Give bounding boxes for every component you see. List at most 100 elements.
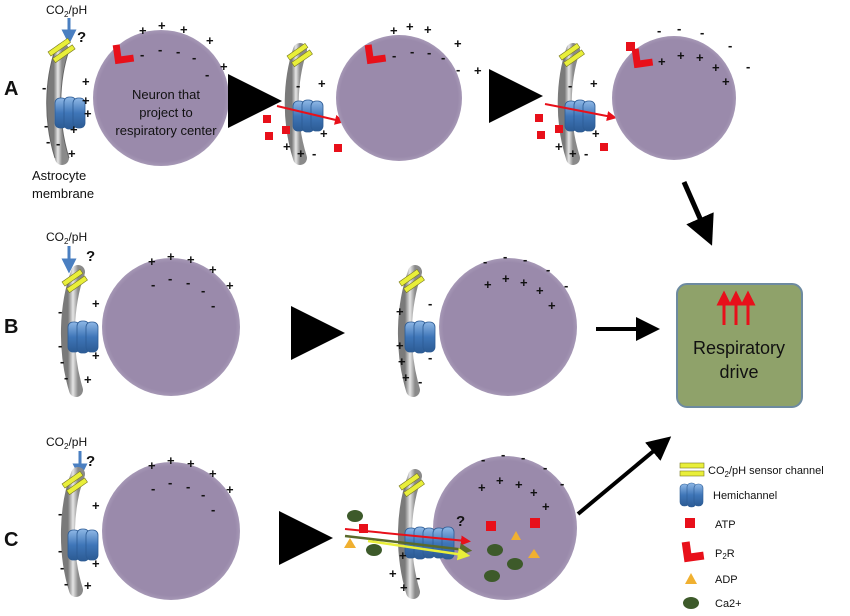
svg-text:Ca2+: Ca2+ [715,598,742,610]
extracellular-molecules-c2 [344,510,382,556]
neuron-charges-a3: - - - - - + + + + + [657,21,750,89]
svg-text:+: + [92,348,100,363]
membrane-charges-c1: + - - + - - + [58,498,100,593]
svg-text:+: + [696,50,704,65]
svg-text:+: + [406,19,414,34]
svg-text:P2R: P2R [715,548,735,561]
svg-text:-: - [657,23,661,38]
membrane-charges-a1: - + + + - - + - + [42,74,92,161]
neuron-cell-a3 [612,36,736,160]
sensor-channel-icon [286,42,313,68]
neuron-cell-a2 [336,35,462,161]
svg-text:+: + [548,298,556,313]
svg-text:+: + [180,22,188,37]
svg-text:+: + [209,466,217,481]
svg-text:-: - [728,38,732,53]
svg-text:-: - [176,44,180,59]
svg-text:+: + [68,146,76,161]
svg-text:-: - [58,338,62,353]
svg-text:Astrocyte: Astrocyte [32,168,86,183]
atp-squares-a2 [263,115,342,152]
neuron-cell-c1 [102,462,240,600]
svg-text:+: + [82,74,90,89]
svg-text:+: + [400,580,408,595]
svg-text:+: + [187,252,195,267]
question-mark-c2: ? [456,513,465,530]
question-mark-b: ? [86,248,95,265]
svg-text:+: + [187,456,195,471]
svg-text:+: + [84,372,92,387]
svg-text:+: + [70,122,78,137]
svg-text:-: - [746,59,750,74]
svg-text:+: + [399,548,407,563]
p2r-receptor-icon [626,42,654,69]
svg-text:+: + [520,275,528,290]
hemichannel-icon [404,320,436,354]
svg-text:+: + [84,106,92,121]
svg-text:+: + [555,139,563,154]
atp-square-icon [685,518,695,528]
hemichannel-icon [679,482,704,508]
neuron-cell-b2 [439,258,577,396]
svg-text:+: + [396,338,404,353]
svg-text:-: - [700,25,704,40]
svg-text:-: - [60,354,64,369]
svg-text:+: + [496,473,504,488]
membrane-charges-a2: + - + + + - [283,76,328,161]
svg-text:-: - [64,370,68,385]
svg-text:-: - [418,374,422,389]
question-mark-a: ? [77,29,86,46]
svg-text:-: - [392,48,396,63]
svg-text:+: + [530,485,538,500]
row-label-a: A [4,78,18,100]
svg-text:-: - [410,44,414,59]
svg-text:+: + [92,296,100,311]
svg-text:+: + [92,498,100,513]
svg-text:CO2/pH: CO2/pH [46,3,87,19]
svg-text:-: - [211,298,215,313]
svg-text:-: - [428,350,432,365]
p2r-receptor-icon [112,44,135,65]
ca2-ellipse-icon [683,597,699,609]
svg-text:-: - [312,146,316,161]
svg-text:-: - [441,50,445,65]
neuron-label: Neuron that project to respiratory cente… [115,87,217,138]
neuron-charges-b1: + + + + + - - - - - [148,249,234,313]
svg-text:-: - [546,262,550,277]
row-label-c: C [4,529,18,551]
membrane-charges-b2: - + + - + + - [396,296,432,389]
atp-release-arrow-a2 [276,105,345,125]
svg-text:+: + [590,76,598,91]
svg-text:-: - [58,506,62,521]
svg-text:+: + [84,578,92,593]
svg-text:project to: project to [139,105,192,120]
svg-text:-: - [521,450,525,465]
svg-text:-: - [151,277,155,292]
svg-text:+: + [569,146,577,161]
svg-text:-: - [205,67,209,82]
svg-text:-: - [60,560,64,575]
svg-text:-: - [416,570,420,585]
neuron-charges-a1: + + + + + - - - - - [139,18,228,82]
hemichannel-icon [54,96,86,130]
svg-text:-: - [456,62,460,77]
legend-item-atp: ATP [685,518,736,531]
svg-text:ATP: ATP [715,519,736,531]
svg-text:-: - [296,78,300,93]
sensor-channel-icon [558,42,585,68]
svg-text:-: - [427,45,431,60]
svg-text:+: + [220,59,228,74]
hemichannel-icon [67,528,99,562]
svg-text:ADP: ADP [715,574,738,586]
svg-text:-: - [168,271,172,286]
svg-text:-: - [523,252,527,267]
sensor-channel-icon [61,268,88,294]
svg-text:+: + [209,262,217,277]
svg-text:-: - [543,460,547,475]
atp-release-arrow-a3 [544,103,617,121]
svg-text:+: + [454,36,462,51]
question-mark-c: ? [86,453,95,470]
svg-text:+: + [226,278,234,293]
arrow-c-to-drive [576,436,672,516]
